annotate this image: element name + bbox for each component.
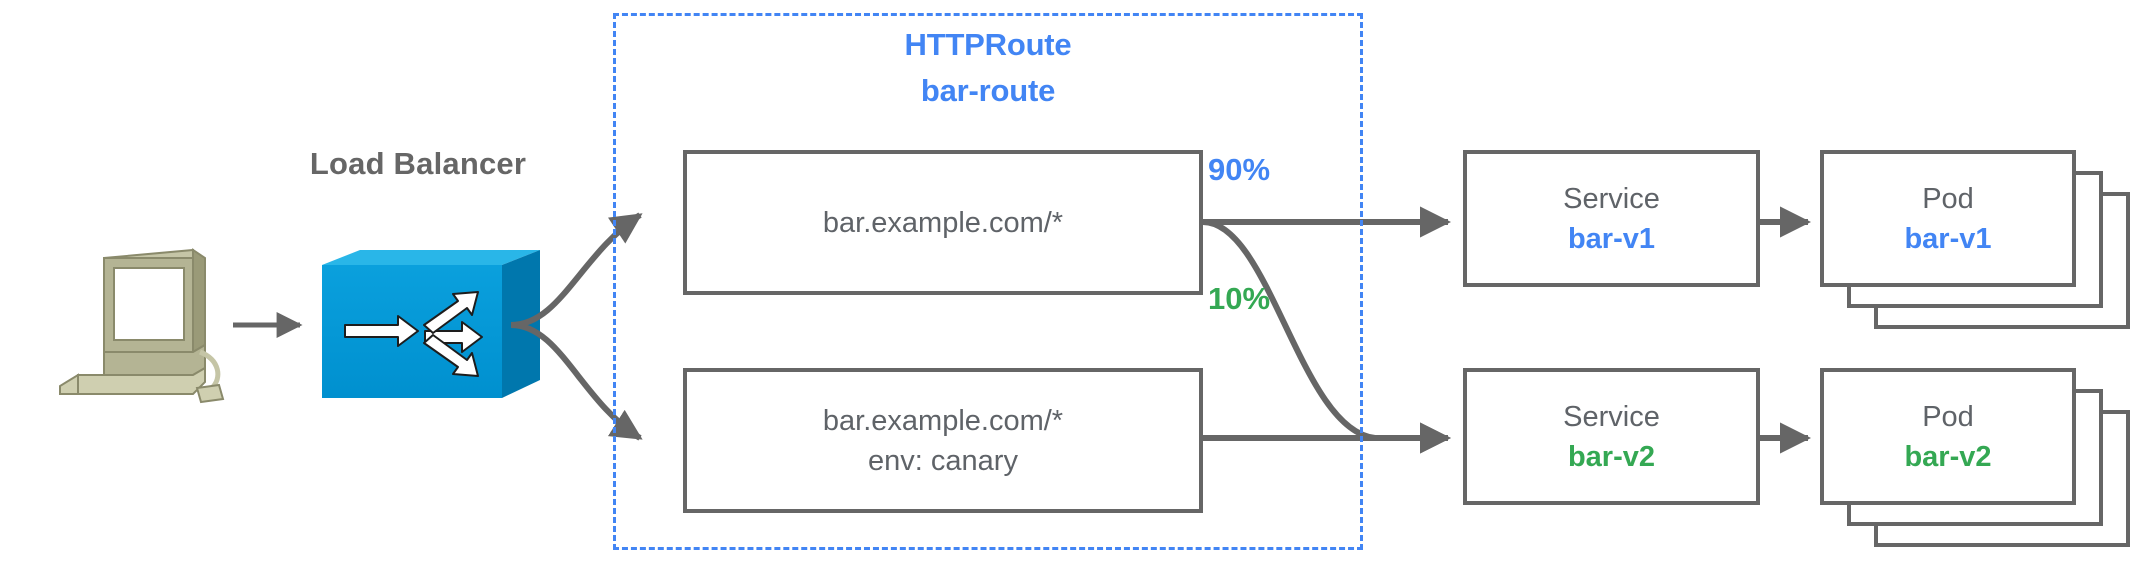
service-name-label-v2: bar-v2 bbox=[1567, 440, 1656, 473]
arrow-10-to-service-v2 bbox=[1202, 219, 1452, 454]
desktop-computer-icon bbox=[59, 248, 225, 404]
match-canary-line-2: env: canary bbox=[868, 444, 1018, 477]
service-box-bar-v1[interactable]: Service bar-v1 bbox=[1463, 150, 1760, 287]
pod-stack-bar-v2[interactable]: Pod bar-v2 bbox=[1820, 368, 2142, 558]
match-box-canary[interactable]: bar.example.com/* env: canary bbox=[683, 368, 1203, 513]
pod-name-label-v1: bar-v1 bbox=[1904, 222, 1992, 255]
pod-replica-front-v1[interactable]: Pod bar-v1 bbox=[1820, 150, 2076, 287]
httproute-kind-label: HTTPRoute bbox=[904, 27, 1072, 62]
weight-label-90: 90% bbox=[1208, 152, 1271, 187]
httproute-name-label: bar-route bbox=[920, 73, 1056, 108]
service-kind-label-v2: Service bbox=[1563, 400, 1660, 433]
match-canary-line-1: bar.example.com/* bbox=[822, 404, 1064, 437]
pod-replica-front-v2[interactable]: Pod bar-v2 bbox=[1820, 368, 2076, 505]
httproute-group-boundary bbox=[613, 13, 1363, 550]
load-balancer-label: Load Balancer bbox=[309, 146, 527, 181]
service-name-label-v1: bar-v1 bbox=[1567, 222, 1656, 255]
load-balancer-switch-icon bbox=[322, 250, 540, 398]
pod-stack-bar-v1[interactable]: Pod bar-v1 bbox=[1820, 150, 2142, 340]
match-box-primary[interactable]: bar.example.com/* bbox=[683, 150, 1203, 295]
pod-kind-label-v1: Pod bbox=[1922, 182, 1974, 215]
weight-label-10: 10% bbox=[1208, 281, 1271, 316]
pod-kind-label-v2: Pod bbox=[1922, 400, 1974, 433]
service-kind-label-v1: Service bbox=[1563, 182, 1660, 215]
arrow-lb-split bbox=[510, 212, 643, 441]
pod-name-label-v2: bar-v2 bbox=[1904, 440, 1992, 473]
httproute-group-title: HTTPRoute bar-route bbox=[613, 22, 1363, 114]
service-box-bar-v2[interactable]: Service bar-v2 bbox=[1463, 368, 1760, 505]
match-primary-line-1: bar.example.com/* bbox=[822, 206, 1064, 239]
